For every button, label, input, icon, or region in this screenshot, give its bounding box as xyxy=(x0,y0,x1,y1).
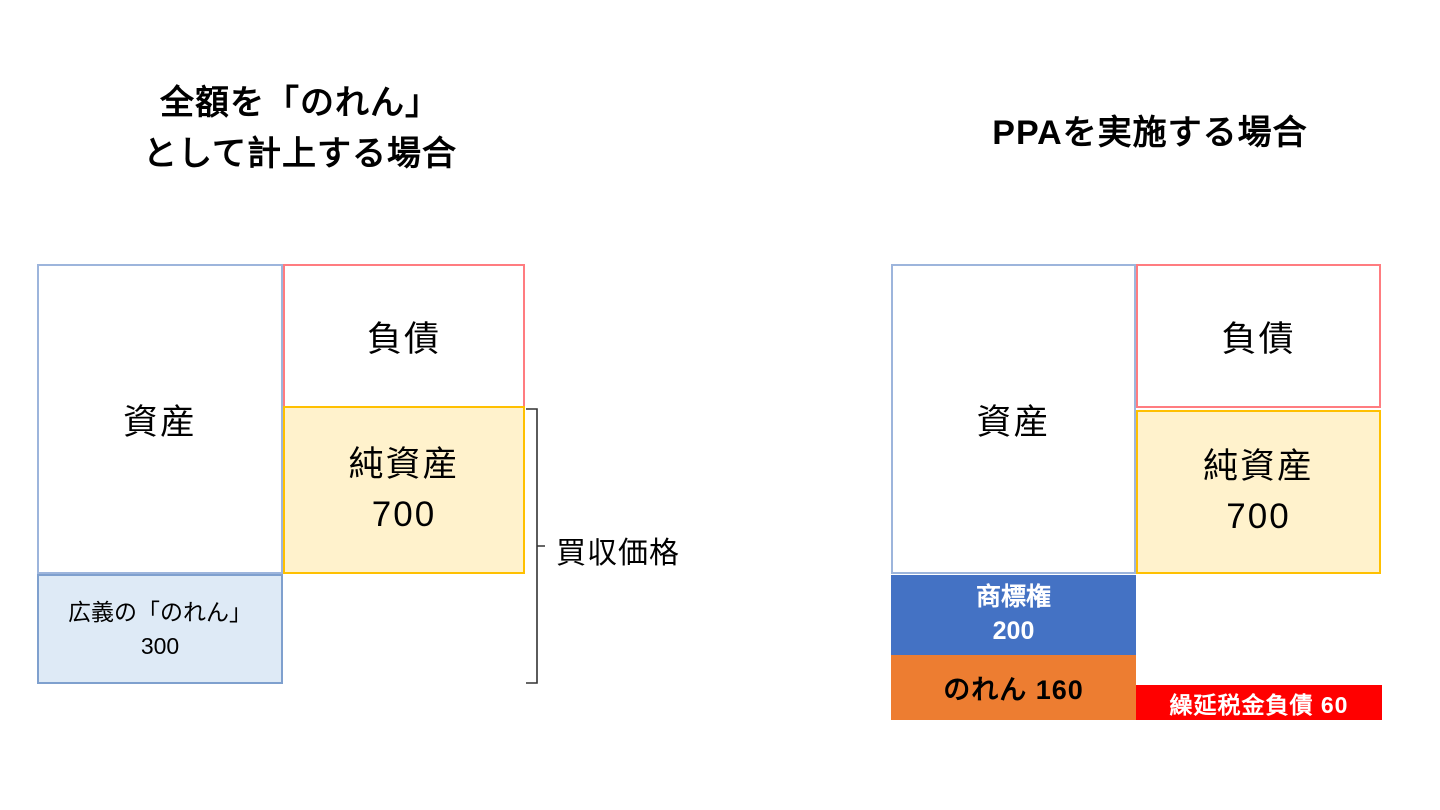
left-assets-label: 資産 xyxy=(122,402,197,442)
goodwill-label: のれん 160 xyxy=(943,675,1084,705)
right-net-assets-box: 純資産 700 xyxy=(1136,410,1381,574)
left-broad-goodwill-box: 広義の「のれん」 300 xyxy=(37,574,283,684)
deferred-tax-box: 繰延税金負債 60 xyxy=(1136,685,1382,720)
acquisition-price-bracket-icon xyxy=(526,408,545,684)
left-liabilities-box: 負債 xyxy=(283,264,525,408)
deferred-tax-label: 繰延税金負債 60 xyxy=(1169,691,1349,718)
trademark-value: 200 xyxy=(992,617,1035,645)
trademark-label: 商標権 xyxy=(975,583,1051,612)
right-assets-label: 資産 xyxy=(976,402,1051,442)
left-net-assets-label: 純資産 xyxy=(348,445,460,485)
left-title-line1: 全額を「のれん」 xyxy=(160,84,440,122)
right-liabilities-box: 負債 xyxy=(1136,264,1381,408)
left-diagram-title: 全額を「のれん」 として計上する場合 xyxy=(40,78,560,180)
trademark-box: 商標権 200 xyxy=(891,575,1136,655)
left-liabilities-label: 負債 xyxy=(366,319,441,359)
left-broad-goodwill-value: 300 xyxy=(140,633,180,659)
left-assets-box: 資産 xyxy=(37,264,283,574)
right-net-assets-value: 700 xyxy=(1226,497,1291,536)
right-net-assets-label: 純資産 xyxy=(1202,447,1314,487)
left-title-line2: として計上する場合 xyxy=(143,135,457,173)
bracket-path xyxy=(526,408,545,684)
goodwill-box: のれん 160 xyxy=(891,655,1136,720)
left-broad-goodwill-label: 広義の「のれん」 xyxy=(68,598,252,625)
right-diagram-title: PPAを実施する場合 xyxy=(992,114,1308,152)
right-assets-box: 資産 xyxy=(891,264,1136,574)
acquisition-price-label: 買収価格 xyxy=(556,537,680,570)
right-liabilities-label: 負債 xyxy=(1221,319,1296,359)
left-net-assets-value: 700 xyxy=(371,495,437,534)
left-net-assets-box: 純資産 700 xyxy=(283,406,525,574)
